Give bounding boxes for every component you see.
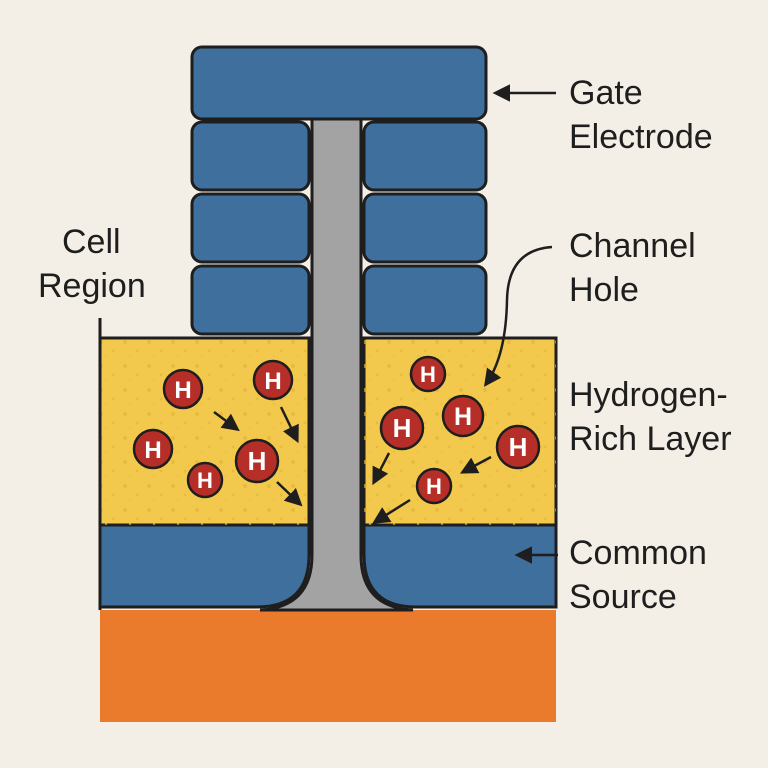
diffusion-arrow [372, 498, 411, 524]
hydrogen-atom: H [409, 355, 447, 393]
gate-stack-left-2 [190, 192, 311, 264]
hydrogen-atom: H [495, 424, 541, 470]
gate-stack-left-1 [190, 120, 311, 192]
hydrogen-atom: H [186, 461, 224, 499]
gate-electrode-top [190, 45, 488, 121]
channel-hole-pointer [483, 245, 553, 387]
hydrogen-atom: H [441, 394, 485, 438]
cell-region-label: Cell Region [38, 220, 146, 308]
hydrogen-rich-layer-label: Hydrogen- Rich Layer [569, 373, 732, 461]
gate-electrode-label: Gate Electrode [569, 71, 713, 159]
hydrogen-atom: H [234, 438, 280, 484]
gate-electrode-label-line2: Electrode [569, 118, 713, 156]
hydrogen-atom-label: H [509, 432, 528, 462]
channel-hole-label: Channel Hole [569, 224, 696, 312]
channel-hole [259, 116, 414, 612]
hydrogen-atom: H [415, 467, 453, 505]
gate-stack-right-2 [362, 192, 488, 264]
hydrogen-atom-label: H [144, 437, 161, 464]
diffusion-arrow [276, 481, 303, 507]
hydrogen-atom-label: H [426, 474, 442, 499]
substrate [100, 610, 556, 722]
hydrogen-atom: H [132, 428, 174, 470]
gate-stack-right-3 [362, 264, 488, 336]
hydrogen-atom-label: H [393, 413, 412, 443]
cell-region-label-line2: Region [38, 267, 146, 305]
common-source-right [362, 523, 558, 609]
hydrogen-atom-label: H [454, 403, 472, 431]
hydrogen-atom-label: H [248, 446, 267, 476]
common-source-label-line2: Source [569, 578, 677, 616]
common-source-left [98, 523, 311, 609]
hydrogen-atom-label: H [174, 377, 191, 404]
diffusion-arrow [279, 406, 299, 444]
gate-stack-right-1 [362, 120, 488, 192]
diffusion-arrow [372, 452, 391, 486]
common-source-label: Common Source [569, 531, 707, 619]
channel-hole-label-line2: Hole [569, 271, 639, 309]
hydrogen-rich-layer-label-line2: Rich Layer [569, 420, 732, 458]
hydrogen-atom: H [379, 405, 425, 451]
hydrogen-rich-layer-label-line1: Hydrogen- [569, 376, 728, 414]
hydrogen-atom-label: H [197, 468, 213, 493]
hydrogen-atom: H [162, 368, 204, 410]
common-source-label-line1: Common [569, 534, 707, 572]
cell-region-label-line1: Cell [62, 223, 121, 261]
hydrogen-atom-label: H [264, 368, 281, 395]
diffusion-arrow [213, 410, 240, 432]
hydrogen-atom-label: H [420, 362, 436, 387]
gate-electrode-label-line1: Gate [569, 74, 643, 112]
hydrogen-atom: H [252, 359, 294, 401]
channel-hole-label-line1: Channel [569, 227, 696, 265]
gate-stack-left-3 [190, 264, 311, 336]
diffusion-arrow [459, 455, 492, 474]
